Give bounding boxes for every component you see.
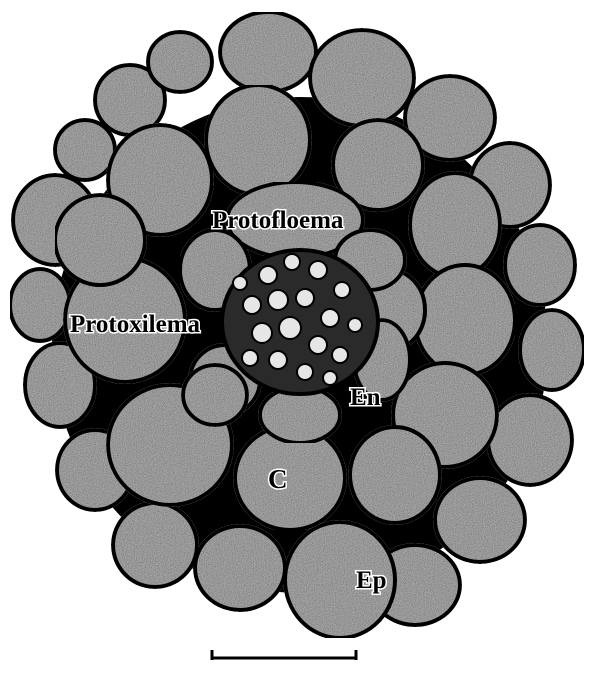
epidermis-cell: [435, 478, 525, 562]
cortex-cell: [206, 85, 310, 195]
cortex-cell: [415, 265, 515, 375]
epidermis-cell: [505, 225, 575, 305]
cortex-cell: [55, 195, 145, 285]
epidermis-label: Ep: [356, 567, 387, 594]
cortex-label: C: [268, 464, 288, 494]
epidermis-cell: [148, 32, 212, 92]
protoxilema-label: Protoxilema: [70, 311, 201, 338]
epidermis-cell: [10, 269, 70, 341]
stele: [222, 250, 378, 394]
epidermis-cell: [310, 30, 414, 126]
endodermis-label: En: [350, 384, 381, 411]
epidermis-cell: [113, 503, 197, 587]
protofloema-label: Protofloema: [212, 207, 344, 234]
epidermis-cell: [488, 395, 572, 485]
scale-bar: [212, 650, 356, 660]
epidermis-cell: [55, 120, 115, 180]
epidermis-cell: [195, 526, 285, 610]
endodermis-cell: [183, 365, 247, 425]
cortex-cell: [350, 427, 440, 523]
epidermis-cell: [220, 12, 316, 92]
cortex-cell: [410, 173, 500, 277]
epidermis-cell: [520, 310, 584, 390]
